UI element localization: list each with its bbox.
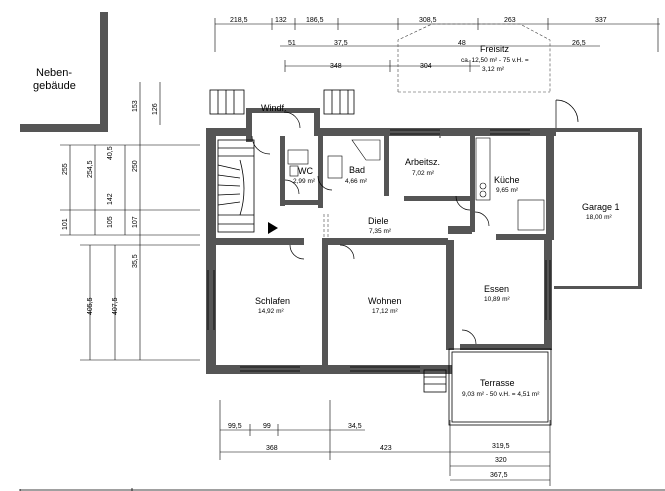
room-diele-name: Diele	[368, 216, 389, 226]
room-arbeitsz-area: 7,02 m²	[412, 170, 435, 177]
room-terrasse-name: Terrasse	[480, 378, 515, 388]
dim-bottom-8: 367,5	[490, 472, 508, 479]
room-diele-area: 7,35 m²	[369, 228, 392, 235]
windfang-label: Windf.	[261, 103, 287, 113]
left-dimension-lines: 153 126 255 254,5 40,5 250 101 142 105 1…	[60, 82, 200, 361]
room-schlafen-area: 14,92 m²	[258, 308, 284, 315]
fixtures	[287, 136, 545, 231]
dim-left-lower-3: 105	[107, 216, 114, 228]
dim-bottom-1: 99,5	[228, 423, 242, 430]
freisitz-area-value: 3,12 m²	[482, 66, 505, 73]
neighbor-building: Neben- gebäude	[20, 12, 108, 132]
windows	[207, 129, 551, 372]
dim-bottom-6: 319,5	[492, 443, 510, 450]
dim-top-sub-3: 48	[458, 40, 466, 47]
room-bad-area: 4,66 m²	[345, 178, 368, 185]
freisitz-calc: ca. 12,50 m² - 75 v.H. =	[461, 57, 529, 64]
dim-left-lower-4: 107	[132, 216, 139, 228]
dim-bottom-5: 423	[380, 445, 392, 452]
dim-top-3: 186,5	[306, 17, 324, 24]
dim-top-4: 308,5	[419, 17, 437, 24]
dim-left-bottom-1: 405,5	[87, 297, 94, 315]
dim-top-1: 218,5	[230, 17, 248, 24]
dim-left-lower-1: 101	[62, 218, 69, 230]
dim-left-lower-5: 35,5	[132, 254, 139, 268]
dim-top-sub-4: 26,5	[572, 40, 586, 47]
room-garage-name: Garage 1	[582, 202, 620, 212]
dim-bottom-3: 34,5	[348, 423, 362, 430]
freisitz-name: Freisitz	[480, 44, 509, 54]
room-wohnen-name: Wohnen	[368, 296, 401, 306]
room-kueche-name: Küche	[494, 175, 520, 185]
dim-left-mid-4: 250	[132, 160, 139, 172]
room-labels: Windf. WC 2,99 m² Bad 4,66 m² Arbeitsz. …	[255, 103, 620, 398]
dim-top-sub-1: 51	[288, 40, 296, 47]
dim-top-6: 337	[595, 17, 607, 24]
staircase	[217, 139, 278, 234]
room-bad-name: Bad	[349, 165, 365, 175]
walls	[206, 108, 642, 426]
room-terrasse-area: 9,03 m² - 50 v.H. = 4,51 m²	[462, 391, 540, 398]
neighbor-label-1: Neben-	[36, 67, 72, 79]
room-garage-area: 18,00 m²	[586, 214, 612, 221]
room-wc-name: WC	[298, 166, 313, 176]
top-dimension-lines: 218,5 132 186,5 308,5 263 337 51 37,5 48…	[214, 17, 660, 72]
room-essen-area: 10,89 m²	[484, 296, 510, 303]
dim-left-bottom-2: 407,5	[112, 297, 119, 315]
room-kueche-area: 9,65 m²	[496, 187, 519, 194]
dim-left-upper-2: 126	[152, 103, 159, 115]
dim-left-upper-1: 153	[132, 100, 139, 112]
dim-top-5: 263	[504, 17, 516, 24]
dim-left-mid-3: 40,5	[107, 146, 114, 160]
dim-left-lower-2: 142	[107, 193, 114, 205]
room-schlafen-name: Schlafen	[255, 296, 290, 306]
room-wohnen-area: 17,12 m²	[372, 308, 398, 315]
bottom-dimension-lines: 99,5 99 34,5 368 423 319,5 320 367,5	[219, 400, 551, 486]
room-arbeitsz-name: Arbeitsz.	[405, 157, 440, 167]
dim-bottom-2: 99	[263, 423, 271, 430]
freisitz-area: Freisitz ca. 12,50 m² - 75 v.H. = 3,12 m…	[397, 23, 551, 93]
dim-top-inner-1: 348	[330, 63, 342, 70]
dim-bottom-7: 320	[495, 457, 507, 464]
dim-top-2: 132	[275, 17, 287, 24]
entrance-steps	[209, 89, 447, 393]
doors	[251, 99, 579, 345]
room-wc-area: 2,99 m²	[293, 178, 316, 185]
room-essen-name: Essen	[484, 284, 509, 294]
dim-left-mid-1: 255	[62, 163, 69, 175]
dim-top-sub-2: 37,5	[334, 40, 348, 47]
dim-left-mid-2: 254,5	[87, 160, 94, 178]
dim-top-inner-2: 304	[420, 63, 432, 70]
dim-bottom-4: 368	[266, 445, 278, 452]
neighbor-label-2: gebäude	[33, 80, 76, 92]
